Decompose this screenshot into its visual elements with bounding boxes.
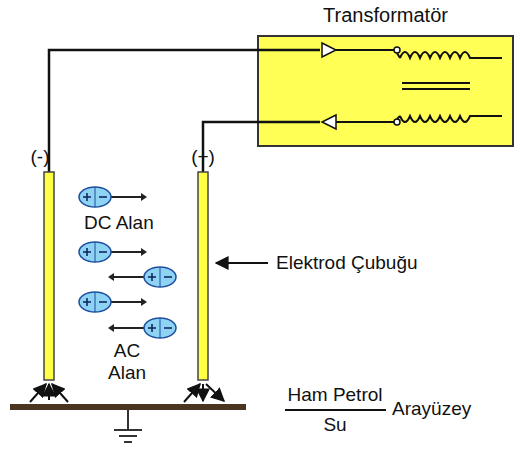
transformer-core	[402, 82, 470, 84]
wire	[203, 122, 320, 172]
polarity-sign: (+)	[191, 146, 215, 168]
water-droplet	[79, 187, 147, 207]
leader-arrow	[216, 262, 268, 264]
polarity-sign: (-)	[31, 146, 50, 168]
ground-plate	[10, 404, 246, 410]
water-droplet	[108, 318, 176, 338]
phase-label: Su	[323, 414, 346, 436]
interface-line	[285, 409, 386, 411]
ac-field-arrows	[30, 384, 224, 402]
transformer-box: Transformatör	[258, 4, 513, 27]
transformer-housing	[258, 36, 513, 146]
node-heading: Transformatör	[258, 4, 513, 27]
field-label: AC Alan	[97, 340, 157, 384]
terminal	[394, 47, 400, 53]
wire	[49, 50, 320, 172]
terminal	[394, 119, 400, 125]
interface-label: Arayüzey	[392, 398, 471, 420]
droplets	[79, 187, 176, 338]
water-droplet	[79, 242, 147, 262]
coil-winding	[400, 52, 502, 58]
water-droplet	[79, 292, 147, 312]
ground-symbol	[114, 410, 142, 442]
phase-label: Ham Petrol	[287, 384, 382, 406]
coil-winding	[400, 116, 502, 122]
callout-label: Elektrod Çubuğu	[276, 252, 418, 274]
field-label: DC Alan	[84, 212, 154, 234]
electrode-rod	[44, 172, 54, 380]
transformer-coils	[397, 52, 502, 122]
terminal-arrow	[322, 115, 336, 129]
water-droplet	[108, 267, 176, 287]
transformer-core	[402, 88, 470, 90]
terminal-arrow	[322, 43, 336, 57]
electrode-rod	[198, 172, 208, 380]
